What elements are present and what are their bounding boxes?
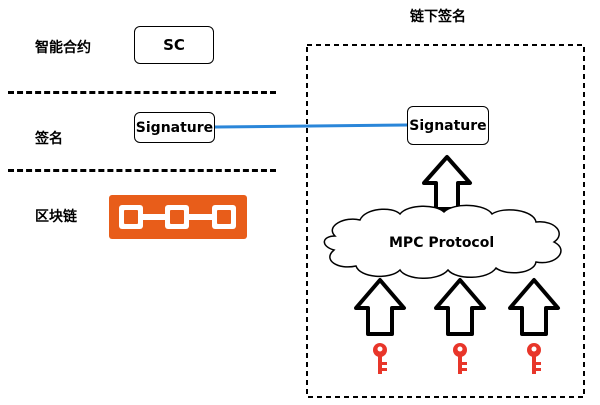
offchain-signing-title: 链下签名	[410, 9, 466, 25]
key-icon	[453, 343, 467, 374]
up-arrow-icon	[508, 278, 560, 336]
left-signature-box: Signature	[134, 112, 215, 143]
right-signature-box: Signature	[407, 106, 489, 145]
key-icon	[373, 343, 387, 374]
up-arrow-icon	[434, 278, 486, 336]
up-arrow-icon	[422, 155, 472, 211]
row-label-blockchain: 区块链	[35, 209, 77, 225]
row-label-signature: 签名	[35, 131, 63, 147]
offchain-panel	[306, 44, 585, 398]
mpc-protocol-label: MPC Protocol	[389, 235, 495, 251]
row-divider	[8, 169, 276, 172]
row-label-smart-contract: 智能合约	[35, 40, 91, 56]
sc-box: SC	[134, 26, 214, 64]
mpc-cloud-shape	[323, 204, 562, 279]
up-arrow-icon	[354, 278, 406, 336]
blockchain-chain-icon	[109, 195, 247, 239]
key-icon	[527, 343, 541, 374]
signature-connector-line	[214, 123, 408, 129]
row-divider	[8, 91, 276, 94]
